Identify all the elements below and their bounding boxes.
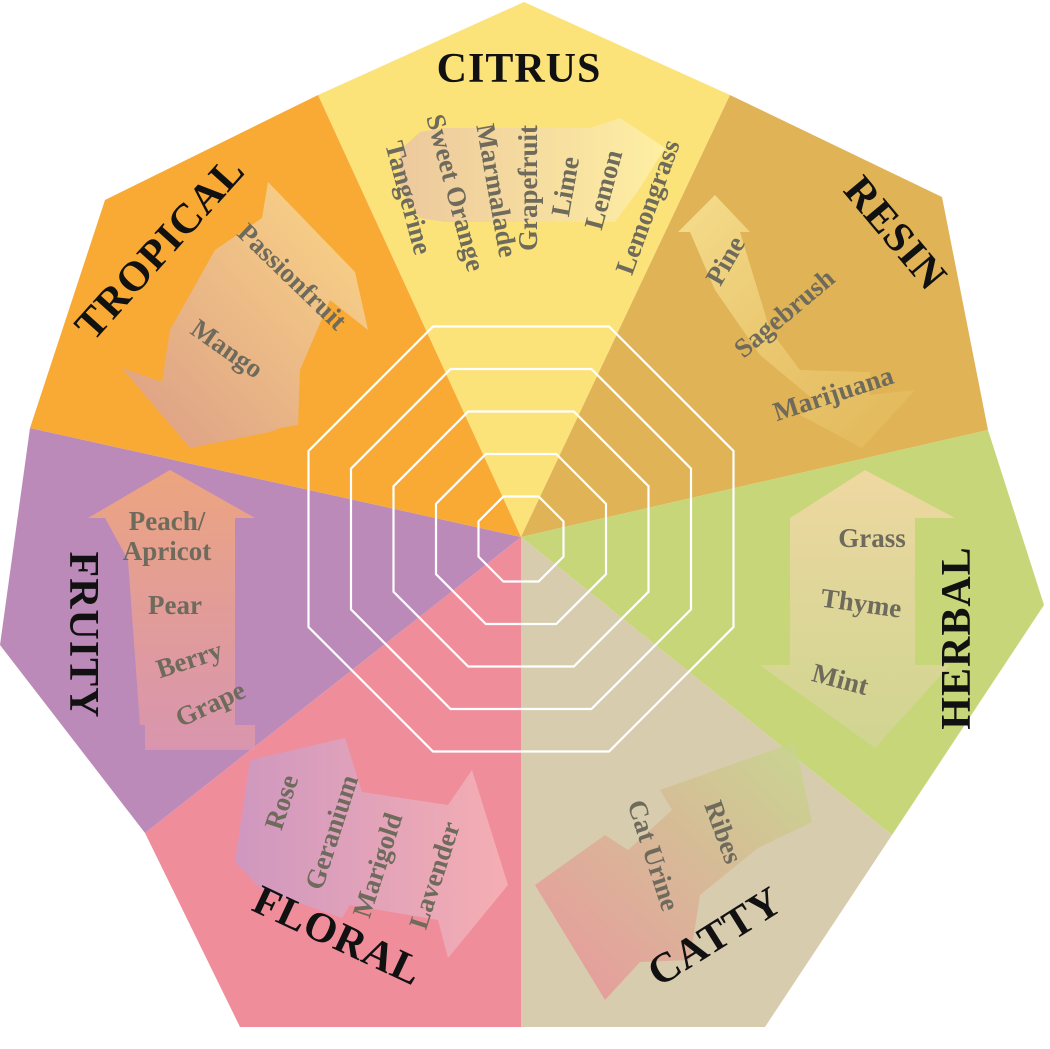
grid-ring <box>392 410 650 668</box>
aroma-label: Apricot <box>123 536 211 566</box>
arrow-tropical <box>122 182 368 448</box>
aroma-label: Grass <box>838 523 906 553</box>
arrow-citrus <box>400 118 665 222</box>
category-label-herbal: HERBAL <box>934 546 980 729</box>
grid-ring <box>434 452 608 626</box>
intensity-grid <box>307 325 735 753</box>
grid-ring <box>349 367 693 711</box>
grid-ring <box>477 495 565 583</box>
arrow-resin <box>678 195 915 448</box>
aroma-label: Grapefruit <box>513 125 543 251</box>
arrow-herbal <box>760 470 955 748</box>
category-label-citrus: CITRUS <box>437 46 602 92</box>
category-label-fruity: FRUITY <box>60 551 106 718</box>
arrows <box>88 118 955 1000</box>
arrow-fruity <box>88 470 255 750</box>
grid-ring <box>307 325 735 753</box>
arrow-floral <box>235 738 508 958</box>
aroma-label: Peach/ <box>129 506 206 536</box>
arrow-catty <box>535 742 812 1000</box>
aroma-label: Pear <box>148 590 202 620</box>
